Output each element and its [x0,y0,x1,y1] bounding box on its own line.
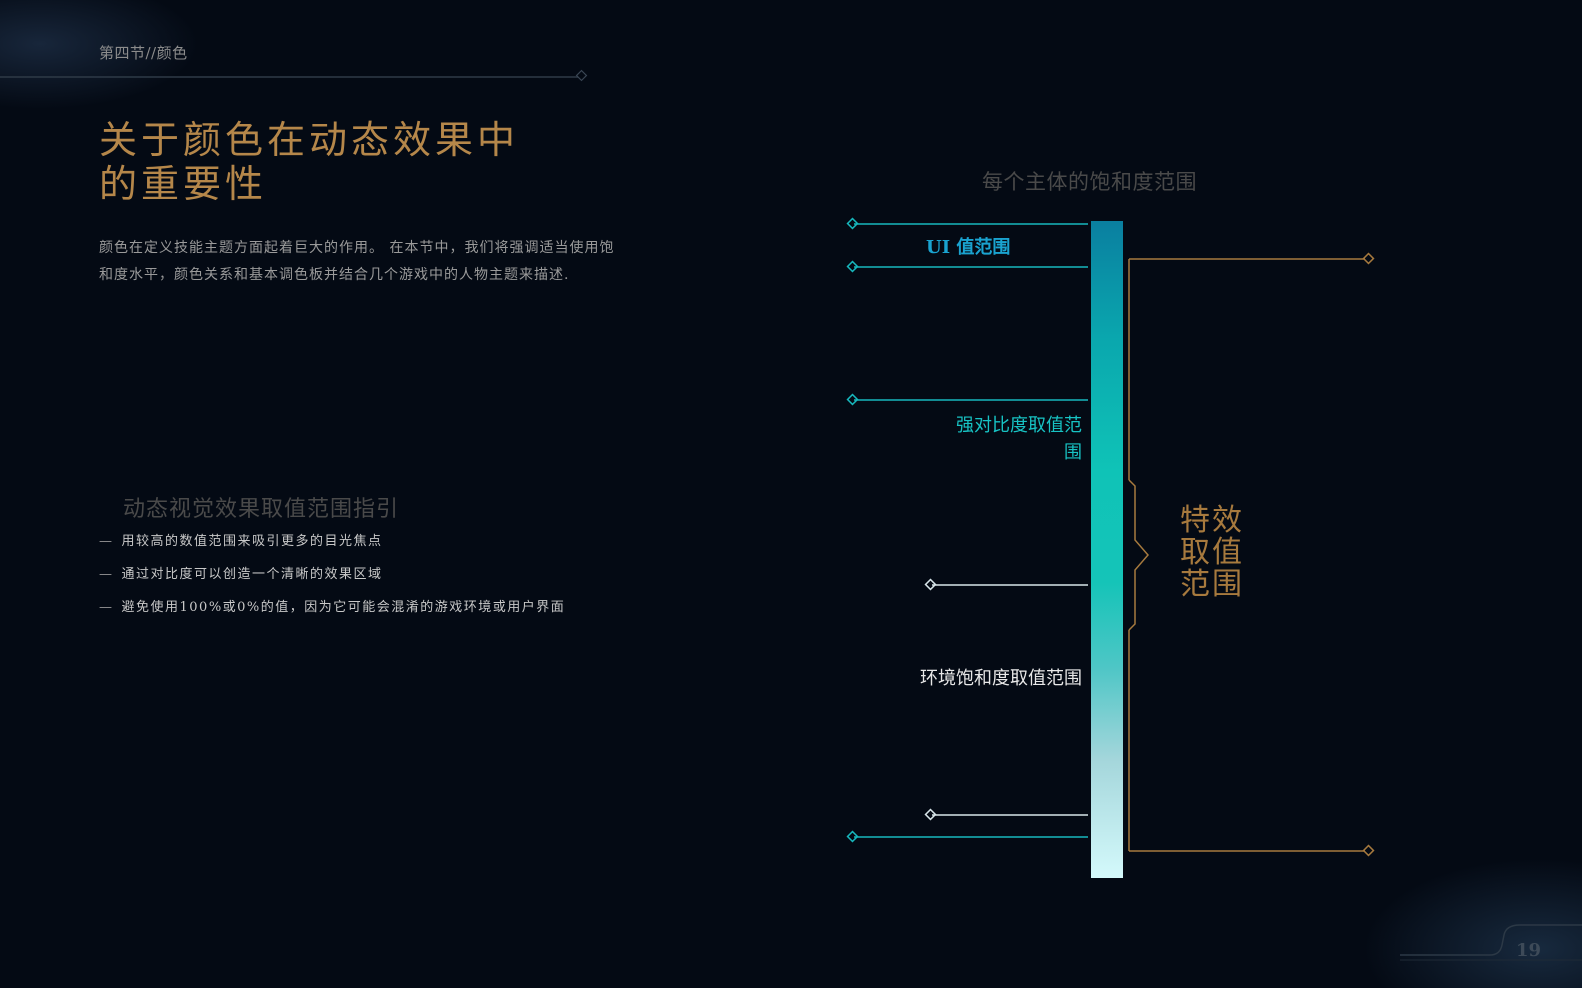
header-rule-diamond [575,69,588,82]
list-item-text: 避免使用100%或0%的值，因为它可能会混淆的游戏环境或用户界面 [121,600,566,615]
page-ornament [1400,924,1582,956]
corner-glow-top-left [0,0,200,110]
list-item-text: 用较高的数值范围来吸引更多的目光焦点 [121,534,383,549]
guide-title: 动态视觉效果取值范围指引 [123,497,400,522]
effect-bracket-arrow [1128,479,1149,631]
contrast-range-bottom-diamond [846,830,859,843]
contrast-range-label: 强对比度取值范围 [956,415,1082,463]
page-title: 关于颜色在动态效果中的重要性 [99,118,520,206]
dash-icon: — [99,534,114,549]
contrast-range-top-diamond [846,393,859,406]
diagram-title: 每个主体的饱和度范围 [982,170,1197,194]
ui-range-bottom-diamond [846,260,859,273]
effect-range-top-diamond [1362,252,1375,265]
environment-range-bottom-diamond [924,808,937,821]
list-item: — 通过对比度可以创造一个清晰的效果区域 [99,565,565,598]
effect-range-label: 特效取值范围 [1180,503,1244,602]
environment-range-label: 环境饱和度取值范围 [920,668,1082,689]
page-number: 19 [1516,940,1542,961]
effect-range-bottom-diamond [1362,844,1375,857]
list-item: — 用较高的数值范围来吸引更多的目光焦点 [99,532,565,565]
guide-list: —用较高的数值范围来吸引更多的目光焦点 —通过对比度可以创造一个清晰的效果区域 … [99,532,565,631]
list-item: — 避免使用100%或0%的值，因为它可能会混淆的游戏环境或用户界面 [99,598,565,631]
ui-range-label: UI 值范围 [926,237,1011,258]
list-item-text: 通过对比度可以创造一个清晰的效果区域 [121,567,383,582]
dash-icon: — [99,600,114,615]
ui-range-top-diamond [846,217,859,230]
corner-glow-bottom-right [1362,858,1582,988]
section-label: 第四节//颜色 [99,44,188,62]
dash-icon: — [99,567,114,582]
saturation-gradient-bar [1091,221,1123,878]
intro-paragraph: 颜色在定义技能主题方面起着巨大的作用。 在本节中，我们将强调适当使用饱和度水平，… [99,240,615,283]
environment-range-top-diamond [924,578,937,591]
